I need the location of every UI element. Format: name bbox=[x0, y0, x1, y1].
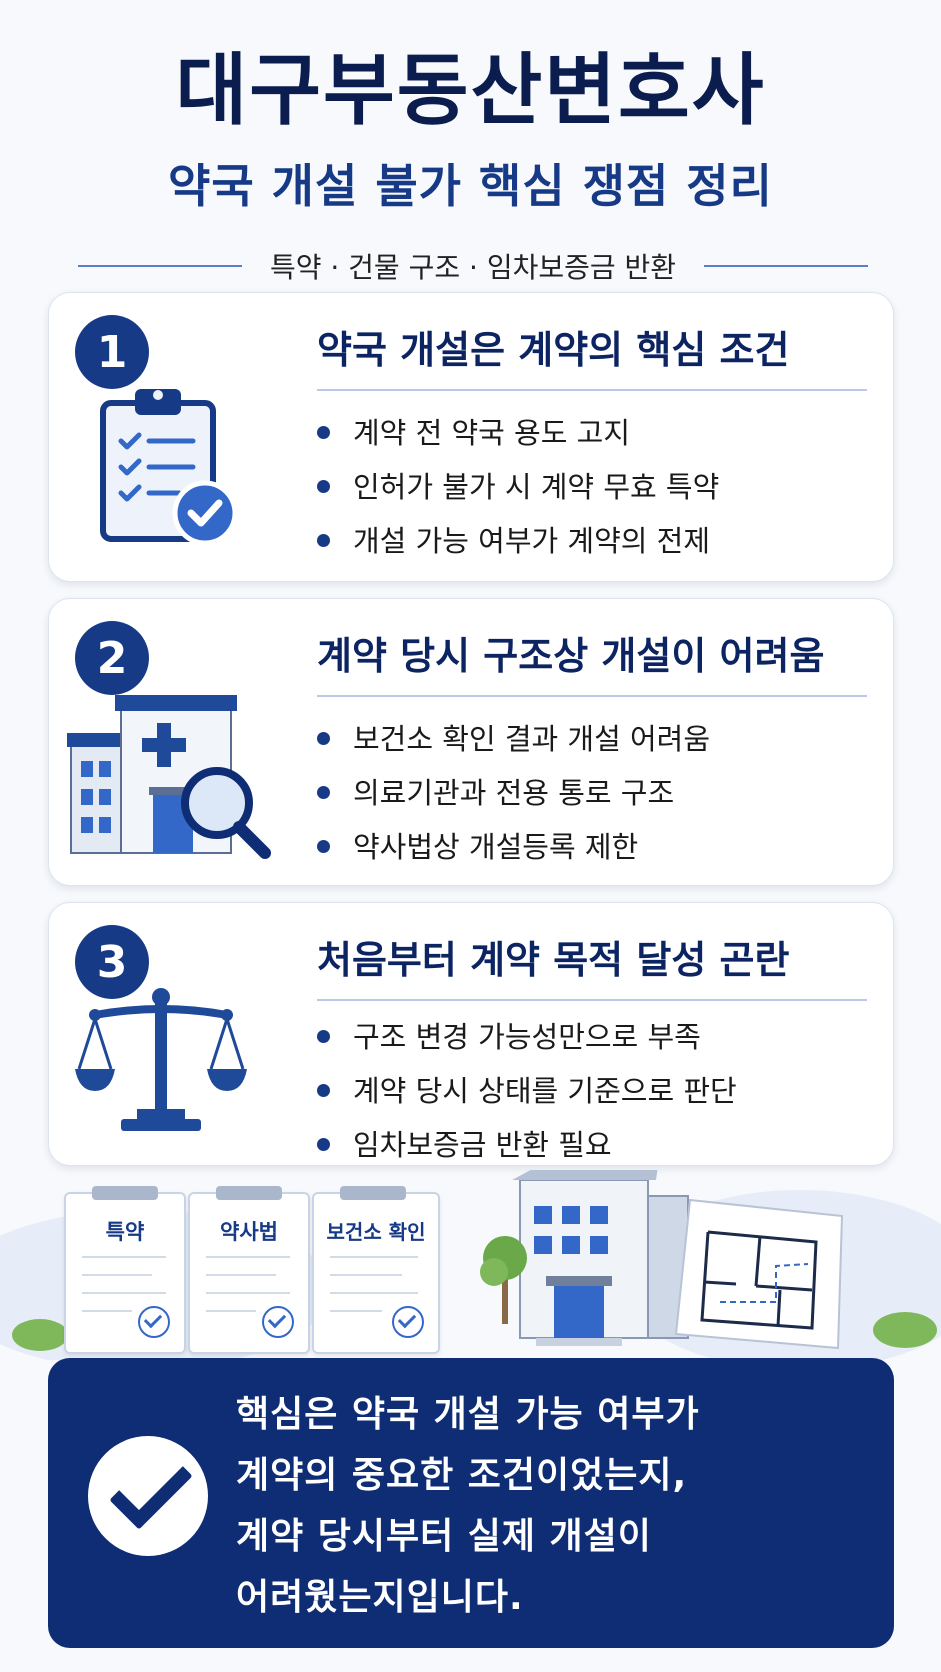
bullet-item: 구조 변경 가능성만으로 부족 bbox=[317, 1017, 737, 1071]
card-title: 계약 당시 구조상 개설이 어려움 bbox=[317, 634, 825, 678]
conclusion-line: 어려웠는지입니다. bbox=[236, 1577, 524, 1618]
conclusion-banner: 핵심은 약국 개설 가능 여부가 계약의 중요한 조건이었는지, 계약 당시부터… bbox=[48, 1358, 894, 1648]
bullet-list: 구조 변경 가능성만으로 부족 계약 당시 상태를 기준으로 판단 임차보증금 … bbox=[317, 1017, 737, 1179]
check-circle-icon bbox=[262, 1306, 294, 1338]
divider-left bbox=[78, 265, 242, 267]
conclusion-text: 핵심은 약국 개설 가능 여부가 계약의 중요한 조건이었는지, 계약 당시부터… bbox=[236, 1384, 700, 1628]
check-circle-icon bbox=[88, 1436, 208, 1556]
card-title: 약국 개설은 계약의 핵심 조건 bbox=[317, 328, 790, 372]
card-divider bbox=[317, 999, 867, 1001]
page-subtitle: 약국 개설 불가 핵심 쟁점 정리 bbox=[168, 159, 773, 213]
bullet-item: 보건소 확인 결과 개설 어려움 bbox=[317, 719, 710, 773]
clipboard-check-icon bbox=[100, 389, 238, 546]
document-label: 보건소 확인 bbox=[326, 1220, 426, 1244]
conclusion-line: 계약 당시부터 실제 개설이 bbox=[236, 1516, 652, 1557]
bullet-item: 인허가 불가 시 계약 무효 특약 bbox=[317, 467, 719, 521]
check-circle-icon bbox=[138, 1306, 170, 1338]
conclusion-line: 핵심은 약국 개설 가능 여부가 bbox=[236, 1394, 700, 1435]
conclusion-line: 계약의 중요한 조건이었는지, bbox=[236, 1455, 688, 1496]
bullet-item: 임차보증금 반환 필요 bbox=[317, 1125, 737, 1179]
document-label: 특약 bbox=[105, 1220, 145, 1244]
tagline-row: 특약 · 건물 구조 · 임차보증금 반환 bbox=[78, 246, 868, 286]
bullet-item: 의료기관과 전용 통로 구조 bbox=[317, 773, 710, 827]
bullet-item: 계약 전 약국 용도 고지 bbox=[317, 413, 719, 467]
bullet-list: 계약 전 약국 용도 고지 인허가 불가 시 계약 무효 특약 개설 가능 여부… bbox=[317, 413, 719, 575]
scales-icon bbox=[75, 988, 247, 1131]
document-card: 약사법 bbox=[188, 1186, 310, 1354]
document-card: 보건소 확인 bbox=[312, 1186, 440, 1354]
card-number: 3 bbox=[75, 925, 149, 999]
bullet-item: 계약 당시 상태를 기준으로 판단 bbox=[317, 1071, 737, 1125]
card-3: 3 처음부터 계약 목적 달성 곤란 구조 변경 가능성만으로 부족 계약 당시… bbox=[48, 902, 894, 1166]
divider-right bbox=[704, 265, 868, 267]
card-divider bbox=[317, 389, 867, 391]
bullet-item: 개설 가능 여부가 계약의 전제 bbox=[317, 521, 719, 575]
tagline: 특약 · 건물 구조 · 임차보증금 반환 bbox=[269, 251, 677, 284]
hospital-magnifier-icon bbox=[67, 695, 271, 859]
check-circle-icon bbox=[392, 1306, 424, 1338]
card-number: 2 bbox=[75, 621, 149, 695]
bullet-list: 보건소 확인 결과 개설 어려움 의료기관과 전용 통로 구조 약사법상 개설등… bbox=[317, 719, 710, 881]
document-card: 특약 bbox=[64, 1186, 186, 1354]
page-title: 대구부동산변호사 bbox=[175, 46, 766, 136]
card-2: 2 계약 당시 구조상 개설이 어려움 보건소 확인 결과 개설 어려움 의료기… bbox=[48, 598, 894, 886]
card-divider bbox=[317, 695, 867, 697]
card-1: 1 약국 개설은 계약의 핵심 조건 계약 전 약국 용도 고지 인허가 불가 … bbox=[48, 292, 894, 582]
card-title: 처음부터 계약 목적 달성 곤란 bbox=[317, 938, 790, 982]
document-label: 약사법 bbox=[220, 1220, 278, 1244]
card-number: 1 bbox=[75, 315, 149, 389]
bullet-item: 약사법상 개설등록 제한 bbox=[317, 827, 710, 881]
